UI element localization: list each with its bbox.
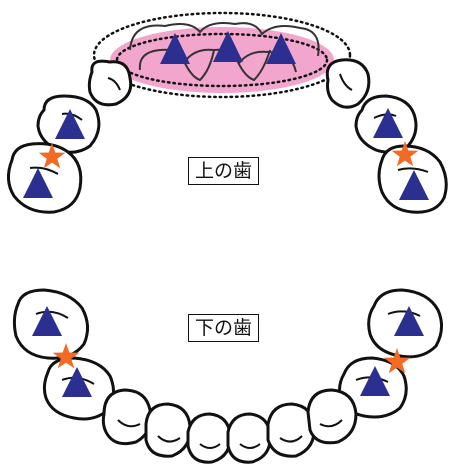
star-icon xyxy=(52,343,80,369)
triangle-icon xyxy=(32,306,62,336)
triangle-icon xyxy=(394,306,424,336)
upper-teeth-label: 上の歯 xyxy=(188,157,260,185)
triangle-markers xyxy=(23,31,429,397)
tooth-lower-left-premolar-1-line xyxy=(35,310,69,319)
lower-front-teeth xyxy=(101,388,358,464)
star-icon xyxy=(383,348,411,374)
tooth-lower-left-canine xyxy=(101,388,153,446)
tooth-upper-right-canine xyxy=(325,58,371,109)
triangle-icon xyxy=(55,109,85,139)
lower-teeth-label: 下の歯 xyxy=(188,314,260,342)
tooth-upper-right-canine-line xyxy=(339,73,353,91)
lower-front-teeth-lines xyxy=(117,419,343,449)
triangle-icon xyxy=(213,31,243,62)
tooth-upper-left-premolar-2-line xyxy=(29,166,59,175)
tooth-lower-right-central xyxy=(226,412,272,464)
tooth-lower-left-lateral xyxy=(144,402,192,458)
triangle-icon xyxy=(62,367,92,397)
star-markers xyxy=(38,141,419,374)
triangle-icon xyxy=(160,33,190,64)
star-icon xyxy=(38,143,66,169)
tooth-lower-right-canine xyxy=(306,388,358,445)
tooth-upper-right-premolar-2-line xyxy=(397,167,429,173)
triangle-icon xyxy=(23,168,53,198)
triangle-icon xyxy=(266,33,296,64)
tooth-lower-left-central xyxy=(186,412,232,464)
tooth-upper-left-canine-line xyxy=(107,77,121,91)
triangle-icon xyxy=(360,366,390,396)
star-icon xyxy=(391,141,419,167)
triangle-icon xyxy=(373,108,403,138)
tooth-lower-right-premolar-1-line xyxy=(387,310,421,317)
upper-front-dotted-outline-inner xyxy=(115,32,329,88)
triangle-icon xyxy=(399,170,429,200)
tooth-upper-left-canine xyxy=(87,59,133,107)
upper-front-dotted-outline-outer xyxy=(92,11,352,99)
